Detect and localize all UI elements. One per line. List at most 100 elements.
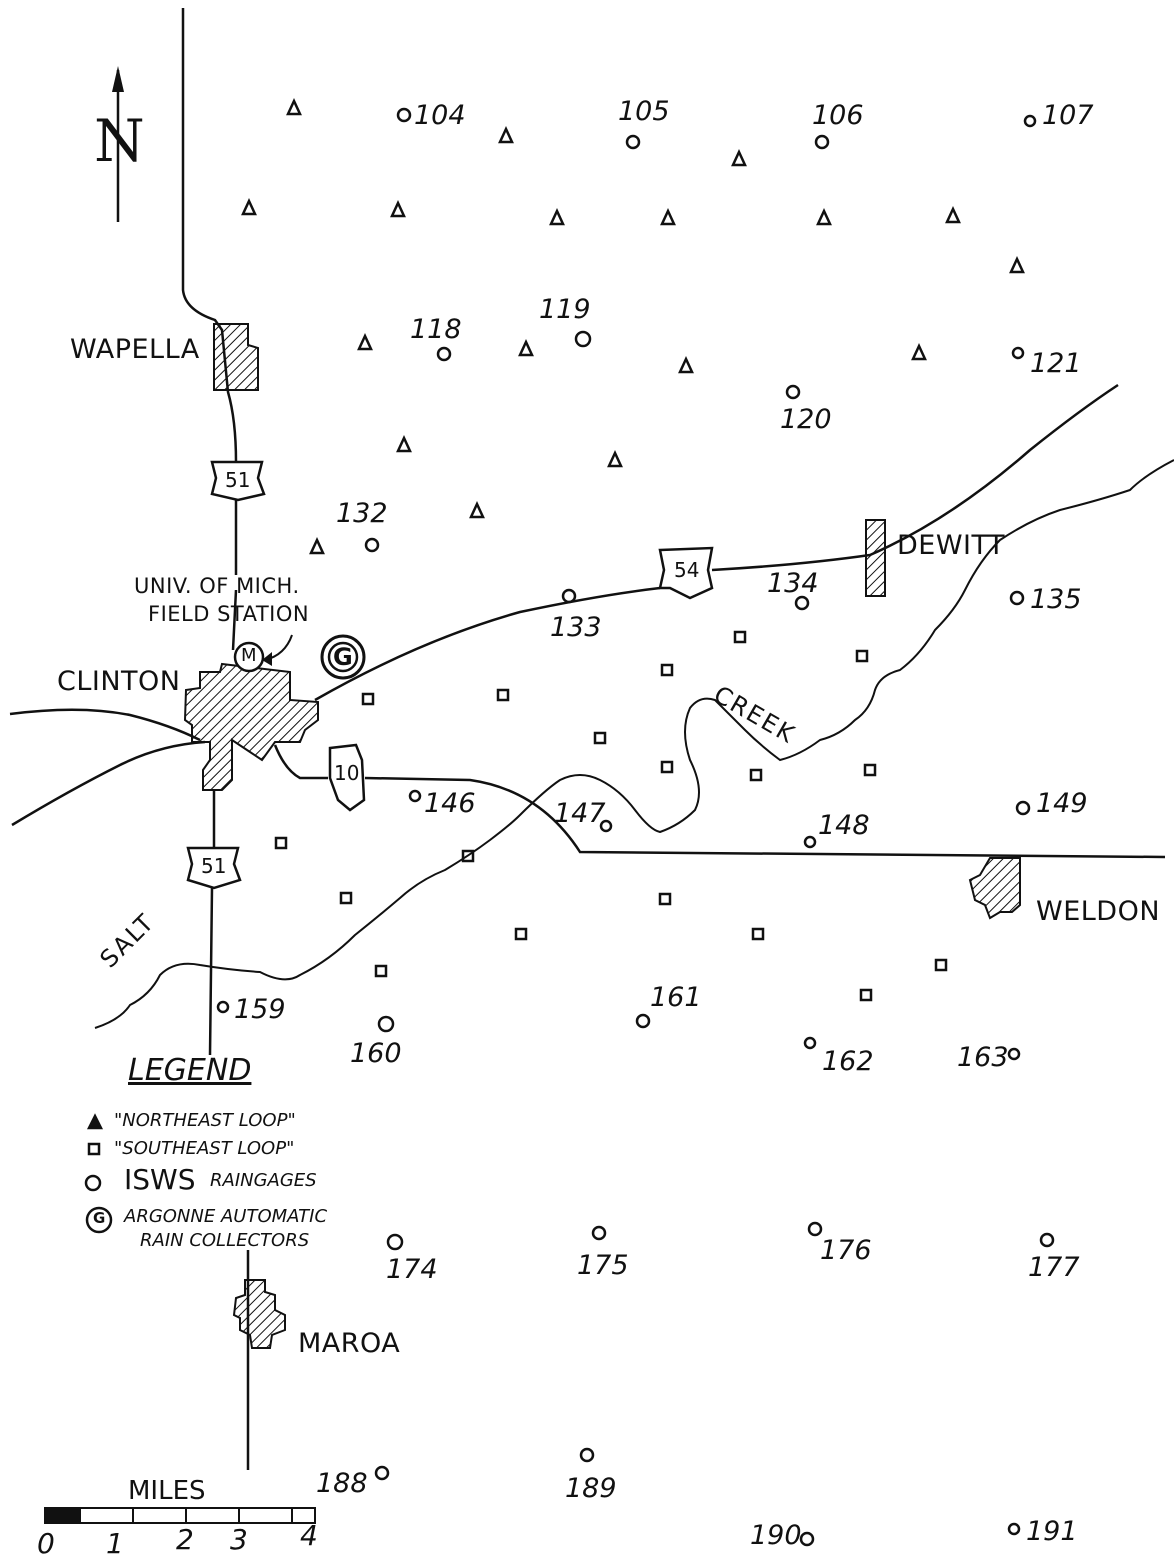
raingage-circle: [574, 330, 592, 348]
se-square: [749, 768, 763, 782]
se-square: [274, 836, 288, 850]
ne-triangle: [549, 208, 565, 226]
northeast-loop-markers: [241, 98, 1025, 555]
raingage-circle: [436, 346, 452, 362]
station-marker-letter: M: [241, 645, 257, 666]
dewitt-town: [865, 519, 886, 597]
raingage-circle: [216, 1000, 230, 1014]
route-54-road: [314, 383, 1119, 702]
raingage-label: 175: [577, 1250, 629, 1281]
ne-triangle: [518, 339, 534, 357]
legend-g-letter: G: [93, 1209, 106, 1227]
raingage-circle: [591, 1225, 607, 1241]
town-weldon-label: WELDON: [1036, 896, 1161, 927]
salt-creek-river: [94, 459, 1174, 1029]
route10-number: 10: [334, 761, 360, 785]
se-square: [855, 649, 869, 663]
raingage-circle: [408, 789, 422, 803]
raingage-label: 147: [554, 798, 606, 829]
raingage-circle: [561, 588, 577, 604]
raingage-circle: [807, 1221, 823, 1237]
scale-tick-label: 1: [106, 1527, 124, 1560]
univ-mich-station-marker-circle: [233, 641, 265, 673]
raingage-circle: [1039, 1232, 1055, 1248]
raingage-label: 134: [767, 568, 819, 599]
raingage-circle: [1015, 800, 1031, 816]
north-arrow-icon: [112, 66, 124, 222]
raingage-label: 148: [818, 810, 870, 841]
station-arrowhead: [262, 652, 272, 666]
raingage-label: 160: [350, 1038, 402, 1069]
us51-south-number: 51: [201, 854, 227, 878]
raingage-label: 190: [750, 1520, 802, 1551]
se-square: [660, 663, 674, 677]
route10-shield: [328, 743, 366, 812]
ne-triangle: [731, 149, 747, 167]
clinton-town: [183, 662, 319, 791]
legend-raingages-label: RAINGAGES: [210, 1170, 317, 1191]
scale-bar: [44, 1507, 316, 1524]
se-square: [339, 891, 353, 905]
raingage-circle: [396, 107, 412, 123]
raingage-circle: [803, 1036, 817, 1050]
raingage-label: 177: [1028, 1252, 1080, 1283]
se-square: [863, 763, 877, 777]
ne-triangle: [469, 501, 485, 519]
raingage-label: 162: [822, 1046, 874, 1077]
legend-southeast-label: "SOUTHEAST LOOP": [114, 1138, 295, 1159]
maroa-town: [232, 1279, 286, 1349]
station-label-line2: FIELD STATION: [148, 602, 310, 626]
se-square: [658, 892, 672, 906]
raingage-label: 135: [1030, 584, 1082, 615]
legend-g-outer-icon: [85, 1206, 113, 1234]
raingage-circle: [799, 1531, 815, 1547]
north-label: N: [94, 107, 145, 175]
ne-triangle: [607, 450, 623, 468]
se-square: [660, 760, 674, 774]
wapella-town: [213, 323, 259, 391]
route54-shield: [658, 546, 714, 600]
legend-symbols: [84, 1113, 113, 1234]
raingage-circle: [794, 595, 810, 611]
se-square: [361, 692, 375, 706]
se-square: [934, 958, 948, 972]
ne-triangle: [816, 208, 832, 226]
raingage-circle: [579, 1447, 595, 1463]
legend-northeast-label: "NORTHEAST LOOP": [114, 1110, 296, 1131]
raingage-label: 107: [1042, 100, 1094, 131]
raingage-label: 105: [618, 96, 670, 127]
isws-raingage-markers: [216, 107, 1055, 1547]
raingage-label: 163: [957, 1042, 1009, 1073]
se-square: [751, 927, 765, 941]
ne-triangle: [498, 126, 514, 144]
raingage-circle: [635, 1013, 651, 1029]
scale-tick-label: 4: [300, 1519, 318, 1552]
raingage-label: 159: [234, 994, 286, 1025]
raingage-circle: [386, 1233, 404, 1251]
scale-tick-label: 2: [176, 1523, 194, 1556]
raingage-circle: [1023, 114, 1037, 128]
town-dewitt-label: DEWITT: [897, 530, 1006, 561]
west-road: [9, 708, 201, 742]
raingage-label: 188: [316, 1468, 368, 1499]
raingage-label: 120: [780, 404, 832, 435]
raingage-circle: [364, 537, 380, 553]
southwest-road: [11, 740, 206, 827]
legend-title: LEGEND: [128, 1053, 252, 1088]
scale-tick-label: 3: [230, 1523, 248, 1556]
station-label-line1: UNIV. OF MICH.: [134, 574, 300, 598]
se-square: [496, 688, 510, 702]
raingage-circle: [1007, 1047, 1021, 1061]
argonne-collector-inner: [327, 641, 359, 673]
raingage-circle: [785, 384, 801, 400]
scale-tick-label: 0: [37, 1527, 55, 1560]
us51-north-number: 51: [225, 468, 251, 492]
ne-triangle: [286, 98, 302, 116]
ne-triangle: [396, 435, 412, 453]
raingage-circle: [599, 819, 613, 833]
raingage-label: 121: [1030, 348, 1082, 379]
se-square: [859, 988, 873, 1002]
raingage-circle: [377, 1015, 395, 1033]
ne-triangle: [1009, 256, 1025, 274]
